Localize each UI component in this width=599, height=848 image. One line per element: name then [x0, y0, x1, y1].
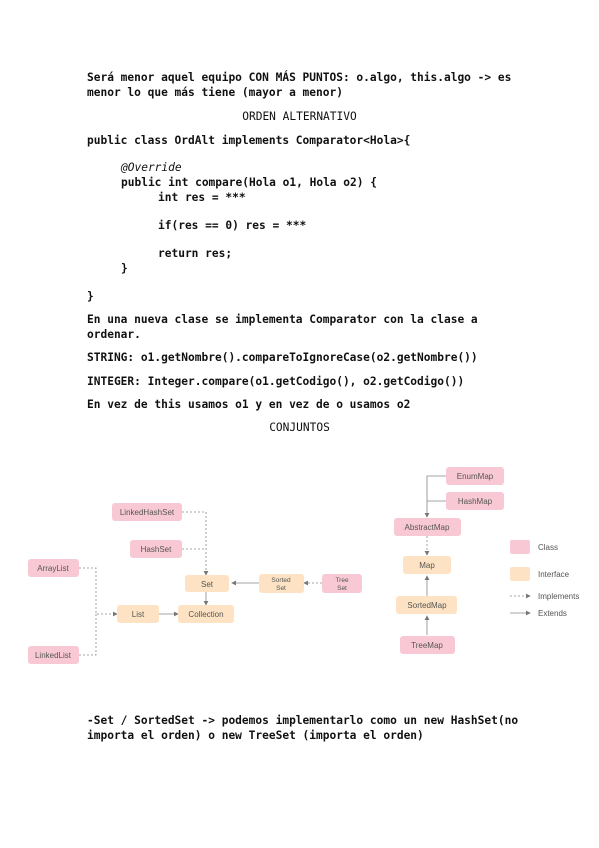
svg-text:EnumMap: EnumMap: [457, 472, 494, 481]
code-if-res: if(res == 0) res = ***: [158, 219, 307, 232]
svg-text:Set: Set: [201, 580, 214, 589]
linkedhashset-to-set-connector: [182, 511, 209, 576]
svg-text:List: List: [132, 610, 145, 619]
svg-text:HashSet: HashSet: [141, 545, 172, 554]
svg-text:Map: Map: [419, 561, 435, 570]
legend-implements-label: Implements: [538, 592, 579, 601]
svg-text:Tree: Tree: [335, 577, 349, 584]
set-note-line-1: -Set / SortedSet -> podemos implementarl…: [87, 714, 519, 727]
node-linkedlist: LinkedList: [28, 646, 79, 664]
svg-text:TreeMap: TreeMap: [411, 641, 443, 650]
svg-text:Set: Set: [276, 585, 286, 592]
legend-interface-label: Interface: [538, 570, 570, 579]
diagram-legend: Class Interface Implements Extends: [510, 540, 579, 618]
legend-class-label: Class: [538, 543, 558, 552]
node-sortedmap: SortedMap: [396, 596, 457, 614]
node-enummap: EnumMap: [446, 467, 504, 485]
svg-text:ArrayList: ArrayList: [37, 564, 69, 573]
code-close-class: }: [87, 290, 94, 303]
node-linkedhashset: LinkedHashSet: [112, 503, 182, 521]
svg-text:HashMap: HashMap: [458, 497, 493, 506]
svg-text:Collection: Collection: [188, 610, 223, 619]
set-note-line-2: importa el orden) o new TreeSet (importa…: [87, 729, 424, 742]
node-treeset: Tree Set: [322, 574, 362, 593]
node-hashmap: HashMap: [446, 492, 504, 510]
svg-text:LinkedList: LinkedList: [35, 651, 72, 660]
node-abstractmap: AbstractMap: [394, 518, 461, 536]
node-map: Map: [403, 556, 451, 574]
legend-interface-swatch: [510, 567, 530, 581]
string-compare-line: STRING: o1.getNombre().compareToIgnoreCa…: [87, 351, 478, 364]
node-sortedset: Sorted Set: [259, 574, 304, 593]
this-vs-o1-line: En vez de this usamos o1 y en vez de o u…: [87, 398, 411, 411]
left-diagram-connectors: [79, 511, 322, 656]
svg-text:Sorted: Sorted: [271, 577, 291, 584]
code-method-signature: public int compare(Hola o1, Hola o2) {: [121, 176, 377, 189]
para-nueva-clase-2: ordenar.: [87, 328, 141, 341]
code-return: return res;: [158, 247, 233, 260]
svg-text:LinkedHashSet: LinkedHashSet: [120, 508, 175, 517]
svg-text:AbstractMap: AbstractMap: [405, 523, 450, 532]
svg-text:SortedMap: SortedMap: [407, 601, 447, 610]
legend-class-swatch: [510, 540, 530, 554]
node-set: Set: [185, 575, 229, 592]
intro-line-1: Será menor aquel equipo CON MÁS PUNTOS: …: [87, 71, 512, 84]
integer-compare-line: INTEGER: Integer.compare(o1.getCodigo(),…: [87, 375, 465, 388]
node-collection: Collection: [178, 605, 234, 623]
code-close-method: }: [121, 262, 128, 275]
arraylist-to-list-connector: [79, 567, 118, 617]
code-class-declaration: public class OrdAlt implements Comparato…: [87, 134, 411, 147]
node-list: List: [117, 605, 159, 623]
para-nueva-clase-1: En una nueva clase se implementa Compara…: [87, 313, 478, 326]
right-diagram-connectors: [424, 475, 446, 635]
legend-extends-label: Extends: [538, 609, 567, 618]
code-int-res: int res = ***: [158, 191, 246, 204]
svg-text:Set: Set: [337, 585, 347, 592]
node-hashset: HashSet: [130, 540, 182, 558]
intro-line-2: menor lo que más tiene (mayor a menor): [87, 86, 343, 99]
collections-diagram: LinkedHashSet HashSet ArrayList LinkedLi…: [28, 467, 579, 664]
heading-conjuntos: CONJUNTOS: [269, 421, 330, 434]
code-override-annotation: @Override: [121, 161, 182, 174]
enummap-to-abstractmap-connector: [424, 475, 446, 518]
linkedlist-to-list-connector: [79, 614, 97, 656]
heading-orden-alternativo: ORDEN ALTERNATIVO: [242, 110, 357, 123]
node-arraylist: ArrayList: [28, 559, 79, 577]
node-treemap: TreeMap: [400, 636, 455, 654]
